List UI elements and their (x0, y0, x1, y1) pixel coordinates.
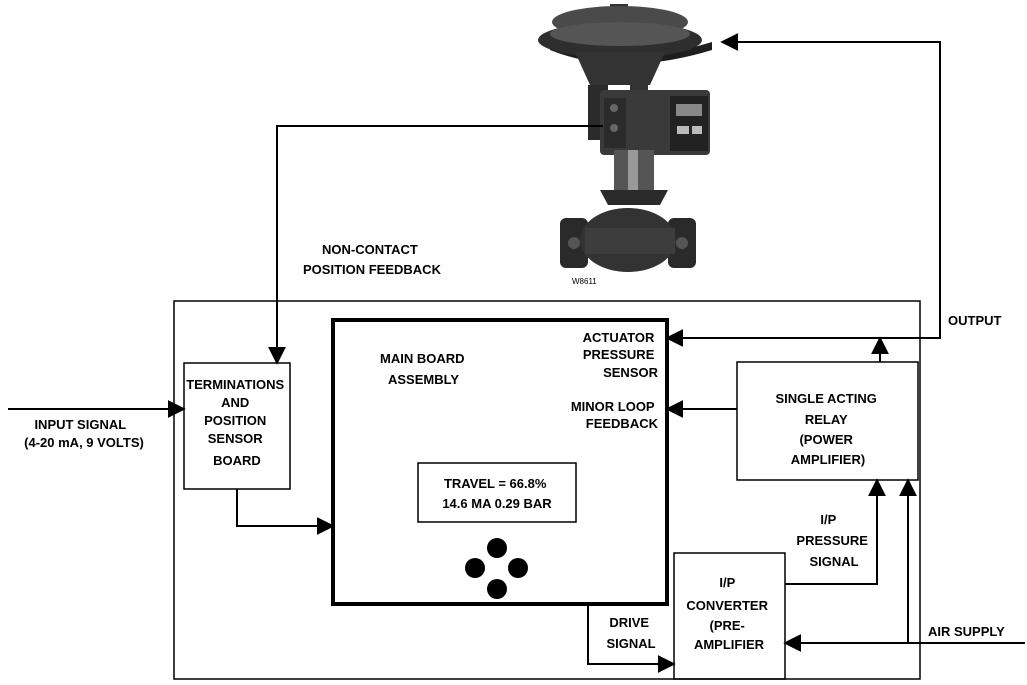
lcd-text: TRAVEL = 66.8% 14.6 MA 0.29 BAR (442, 476, 552, 511)
output-line (720, 33, 941, 339)
feedback-label: NON-CONTACT POSITION FEEDBACK (303, 242, 442, 277)
photo-caption: W8611 (572, 277, 597, 286)
control-valve-illustration (538, 4, 712, 272)
input-signal-label: INPUT SIGNAL (4-20 mA, 9 VOLTS) (24, 417, 144, 450)
ip-pressure-signal-label: I/P PRESSURE SIGNAL (796, 512, 871, 569)
actuator-pressure-sensor-label: ACTUATOR PRESSURE SENSOR (583, 330, 659, 380)
drive-signal-label: DRIVE SIGNAL (606, 615, 655, 651)
up-button-icon (487, 538, 507, 558)
terminations-to-main-board-arrow (236, 489, 335, 535)
relay-block (736, 361, 919, 481)
ip-converter-block (673, 552, 786, 680)
down-button-icon (487, 579, 507, 599)
air-supply-label: AIR SUPPLY (928, 624, 1005, 639)
relay-label: SINGLE ACTING RELAY (POWER AMPLIFIER) (776, 391, 881, 467)
minor-loop-feedback-label: MINOR LOOP FEEDBACK (571, 399, 659, 431)
main-board-block (331, 318, 669, 606)
keypad-buttons (465, 538, 528, 599)
position-feedback-line (268, 125, 603, 365)
drive-signal-arrow (587, 604, 676, 673)
output-label: OUTPUT (948, 313, 1002, 328)
ip-pressure-signal-arrow (785, 478, 886, 585)
positioner-outline (173, 300, 921, 680)
right-button-icon (508, 558, 528, 578)
ip-converter-label: I/P CONVERTER (PRE- AMPLIFIER (686, 575, 771, 652)
lcd-display (417, 462, 577, 523)
main-board-label: MAIN BOARD ASSEMBLY (380, 351, 468, 387)
left-button-icon (465, 558, 485, 578)
terminations-label: TERMINATIONS AND POSITION SENSOR BOARD (186, 377, 288, 468)
